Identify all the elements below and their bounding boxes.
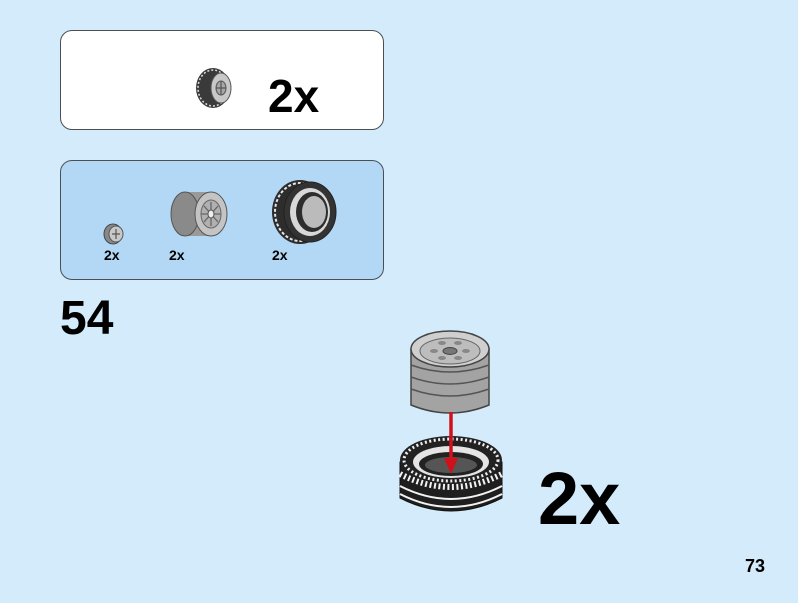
tyre-quantity: 2x xyxy=(272,247,288,263)
result-quantity: 2x xyxy=(268,70,320,122)
tyre-icon xyxy=(272,180,337,244)
step-quantity: 2x xyxy=(538,457,621,540)
assembly-arrow xyxy=(444,412,458,474)
rim-part-icon xyxy=(410,330,490,414)
wheel-rim-quantity: 2x xyxy=(169,247,185,263)
assembled-wheel-icon xyxy=(196,68,232,108)
small-hub-icon xyxy=(103,223,124,245)
page-number: 73 xyxy=(745,556,766,576)
step-number: 54 xyxy=(60,292,114,345)
small-hub-quantity: 2x xyxy=(104,247,120,263)
wheel-rim-icon xyxy=(170,191,228,237)
